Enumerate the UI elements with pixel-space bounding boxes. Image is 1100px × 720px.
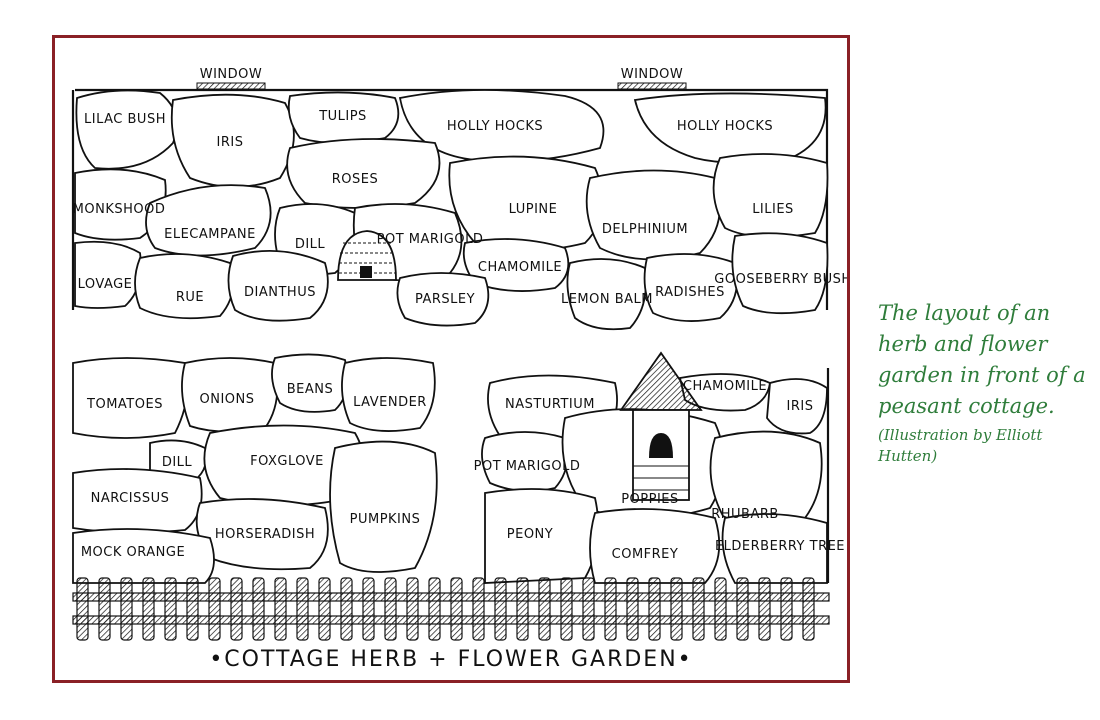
fence-picket xyxy=(208,577,221,641)
bed-label: TOMATOES xyxy=(86,397,163,412)
cottage-wall xyxy=(75,88,829,310)
fence-picket xyxy=(472,577,485,641)
fence-picket xyxy=(450,577,463,641)
fence-picket xyxy=(648,577,661,641)
bed-label: ONIONS xyxy=(200,392,255,407)
fence-picket xyxy=(780,577,793,641)
shrine-icon xyxy=(619,351,703,501)
fence-picket xyxy=(186,577,199,641)
bed-label: DILL xyxy=(295,237,326,252)
bed-label: POT MARIGOLD xyxy=(377,232,484,247)
bed-label: BEANS xyxy=(287,382,334,397)
bed-label: GOOSEBERRY BUSH xyxy=(714,272,847,287)
bed-label: LILAC BUSH xyxy=(84,112,166,127)
fence-picket xyxy=(76,577,89,641)
fence-picket xyxy=(582,577,595,641)
bed-label: RADISHES xyxy=(655,285,725,300)
fence-picket xyxy=(802,577,815,641)
bed-label: LAVENDER xyxy=(353,395,427,410)
bed-label: POPPIES xyxy=(621,492,679,507)
fence-picket xyxy=(340,577,353,641)
fence-picket xyxy=(494,577,507,641)
bottom-left-bed xyxy=(72,353,438,584)
bed-label: PUMPKINS xyxy=(350,512,421,527)
bed-label: PARSLEY xyxy=(415,292,475,307)
bed-label: IRIS xyxy=(787,399,814,414)
fence-picket xyxy=(560,577,573,641)
fence-picket xyxy=(164,577,177,641)
picket-fence xyxy=(72,577,830,641)
bed-label: HORSERADISH xyxy=(215,527,315,542)
diagram-title: •COTTAGE HERB + FLOWER GARDEN• xyxy=(209,647,692,672)
fence-picket xyxy=(98,577,111,641)
bed-label: DELPHINIUM xyxy=(602,222,688,237)
fence-picket xyxy=(714,577,727,641)
fence-picket xyxy=(120,577,133,641)
bed-label: ELECAMPANE xyxy=(164,227,256,242)
top-bed xyxy=(74,89,829,331)
bed-label: TULIPS xyxy=(318,109,367,124)
bed-label: NASTURTIUM xyxy=(505,397,595,412)
bed-label: CHAMOMILE xyxy=(478,260,562,275)
fence-picket xyxy=(692,577,705,641)
fence-picket xyxy=(538,577,551,641)
fence-picket xyxy=(252,577,265,641)
fence-picket xyxy=(296,577,309,641)
bed-label: HOLLY HOCKS xyxy=(447,119,543,134)
fence-picket xyxy=(142,577,155,641)
bed-label: MONKSHOOD xyxy=(73,202,166,217)
bed-label: LUPINE xyxy=(509,202,558,217)
window-right xyxy=(617,82,687,90)
fence-picket xyxy=(626,577,639,641)
cottage-garden-diagram: WINDOW WINDOW LILAC BUSH IRIS TULIPS xyxy=(71,67,847,672)
window-label-right: WINDOW xyxy=(621,67,684,82)
bed-label: HOLLY HOCKS xyxy=(677,119,773,134)
window-left xyxy=(196,82,266,90)
bed-label: POT MARIGOLD xyxy=(474,459,581,474)
illustration-frame: WINDOW WINDOW LILAC BUSH IRIS TULIPS xyxy=(52,35,850,683)
fence-picket xyxy=(384,577,397,641)
fence-picket xyxy=(516,577,529,641)
bed-label: DILL xyxy=(162,455,193,470)
bed-label: RHUBARB xyxy=(711,507,779,522)
bed-label: MOCK ORANGE xyxy=(81,545,185,560)
fence-picket xyxy=(318,577,331,641)
caption-main-text: The layout of an herb and flower garden … xyxy=(878,301,1086,418)
caption-credit-text: (Illustration by Elliott Hutten) xyxy=(878,426,1043,465)
fence-picket xyxy=(428,577,441,641)
fence-picket xyxy=(670,577,683,641)
bed-label: ELDERBERRY TREE xyxy=(715,539,845,554)
bed-label: LOVAGE xyxy=(78,277,133,292)
bed-label: IRIS xyxy=(217,135,244,150)
bed-label: ROSES xyxy=(332,172,378,187)
fence-picket xyxy=(736,577,749,641)
fence-picket xyxy=(362,577,375,641)
bed-label: NARCISSUS xyxy=(91,491,170,506)
fence-picket xyxy=(274,577,287,641)
bed-label: FOXGLOVE xyxy=(250,454,324,469)
bed-label: DIANTHUS xyxy=(244,285,316,300)
fence-picket xyxy=(230,577,243,641)
bed-label: LILIES xyxy=(752,202,794,217)
figure-caption: The layout of an herb and flower garden … xyxy=(878,298,1093,467)
bed-label: LEMON BALM xyxy=(561,292,653,307)
window-label-left: WINDOW xyxy=(200,67,263,82)
bed-label: RUE xyxy=(176,290,204,305)
fence-picket xyxy=(604,577,617,641)
bottom-right-bed xyxy=(481,351,830,584)
bed-label: PEONY xyxy=(507,527,553,542)
bed-label: CHAMOMILE xyxy=(683,379,767,394)
fence-picket xyxy=(758,577,771,641)
bed-label: COMFREY xyxy=(612,547,679,562)
fence-picket xyxy=(406,577,419,641)
beehive-icon xyxy=(337,230,397,281)
